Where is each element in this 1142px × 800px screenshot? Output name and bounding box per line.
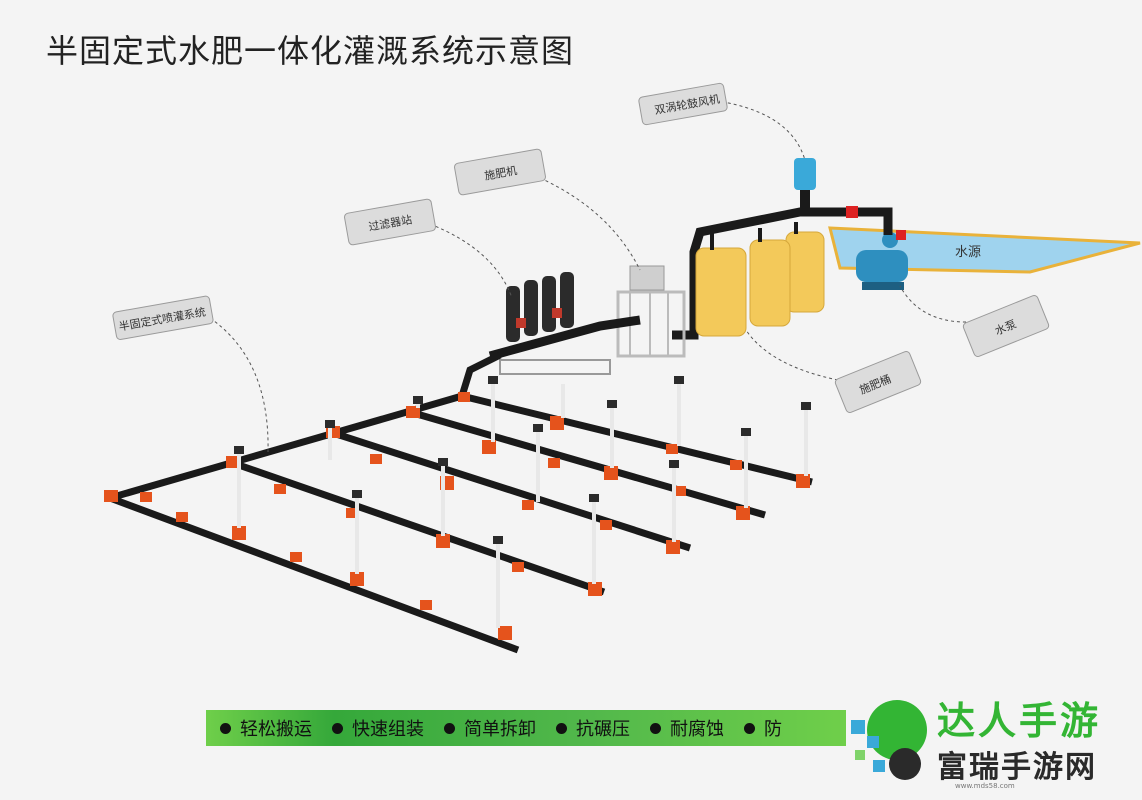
bullet-icon — [220, 722, 231, 734]
fertilizer-machine — [616, 265, 686, 358]
feature-item: 防 — [744, 715, 782, 741]
callout-fertilizer-tank: 施肥桶 — [834, 351, 922, 413]
feature-bar: 轻松搬运 快速组装 简单拆卸 抗碾压 耐腐蚀 防 — [206, 710, 846, 746]
callout-fertilizer-machine-label: 施肥机 — [483, 163, 518, 183]
fertilizer-tanks — [695, 222, 825, 337]
feature-label: 简单拆卸 — [464, 719, 536, 740]
feature-label: 抗碾压 — [576, 719, 630, 740]
bullet-icon — [332, 722, 343, 734]
feature-item: 轻松搬运 — [220, 715, 312, 741]
leader-sprinkler-system — [209, 317, 269, 453]
feature-item: 耐腐蚀 — [650, 715, 724, 741]
leader-fertilizer-machine — [539, 177, 641, 271]
feature-label: 快速组装 — [352, 719, 424, 740]
page-title: 半固定式水肥一体化灌溉系统示意图 — [46, 32, 575, 70]
leader-fertilizer-tank — [745, 329, 839, 381]
pipe-fittings — [104, 392, 810, 640]
supply-pipe — [672, 207, 893, 340]
feature-item: 简单拆卸 — [444, 715, 536, 741]
bullet-icon — [444, 722, 455, 734]
feature-item: 抗碾压 — [556, 715, 630, 741]
water-pump — [856, 232, 908, 290]
callout-sprinkler-system: 半固定式喷灌系统 — [112, 295, 214, 340]
watermark-logo-bottom: 富瑞手游网 — [937, 750, 1097, 785]
watermark-logo-top: 达人手游 — [937, 699, 1102, 743]
leader-blower — [709, 99, 806, 161]
callout-pump: 水泵 — [962, 295, 1050, 357]
sprinkler-field — [108, 392, 813, 654]
watermark: 达人手游 富瑞手游网 www.mds58.com — [845, 690, 1142, 800]
bullet-icon — [650, 722, 661, 734]
feature-label: 耐腐蚀 — [670, 719, 724, 740]
water-source-label: 水源 — [955, 245, 981, 260]
leader-pump — [899, 285, 967, 323]
watermark-url: www.mds58.com — [955, 782, 1015, 790]
feature-label: 轻松搬运 — [240, 719, 312, 740]
watermark-logo-icon — [851, 700, 927, 780]
feature-label: 防 — [764, 719, 782, 740]
callout-fertilizer-machine: 施肥机 — [454, 148, 546, 196]
feature-item: 快速组装 — [332, 715, 424, 741]
filter-station — [488, 272, 641, 375]
sprinkler-heads — [234, 376, 811, 544]
sprinkler-risers — [237, 380, 808, 628]
callout-blower: 双涡轮鼓风机 — [638, 82, 728, 126]
bullet-icon — [744, 722, 755, 734]
leader-filter-station — [429, 223, 513, 299]
callout-filter-station: 过滤器站 — [344, 198, 436, 246]
bullet-icon — [556, 722, 567, 734]
blower — [794, 158, 816, 212]
